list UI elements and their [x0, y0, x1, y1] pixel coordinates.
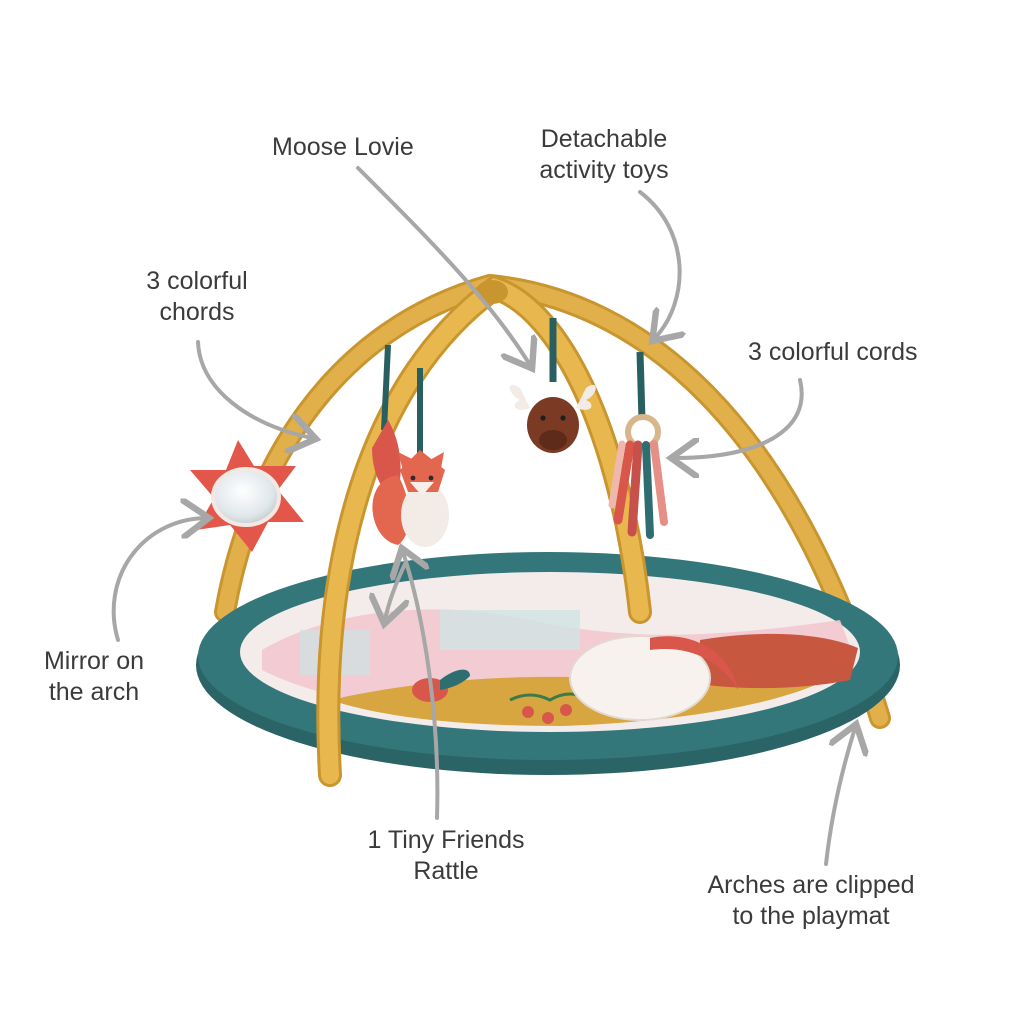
- label-arches-clipped: Arches are clipped to the playmat: [707, 871, 915, 930]
- label-3-colorful-cords: 3 colorful cords: [748, 338, 918, 366]
- sun-mirror: [190, 440, 304, 552]
- front-arch: [316, 274, 652, 787]
- cords: [381, 318, 646, 455]
- moose-toy: [509, 384, 596, 453]
- label-3-colorful-chords: 3 colorful chords: [146, 267, 248, 326]
- label-moose-lovie: Moose Lovie: [272, 133, 414, 161]
- fox-toy: [372, 450, 449, 547]
- playmat: [196, 552, 900, 775]
- annotation-arrows: [111, 166, 855, 866]
- label-mirror-on-the-arch: Mirror on the arch: [43, 647, 144, 706]
- label-detachable-activity-toys: Detachable activity toys: [539, 125, 669, 184]
- ring-ribbon-toy: [608, 414, 668, 539]
- label-tiny-friends-rattle: 1 Tiny Friends Rattle: [367, 826, 525, 885]
